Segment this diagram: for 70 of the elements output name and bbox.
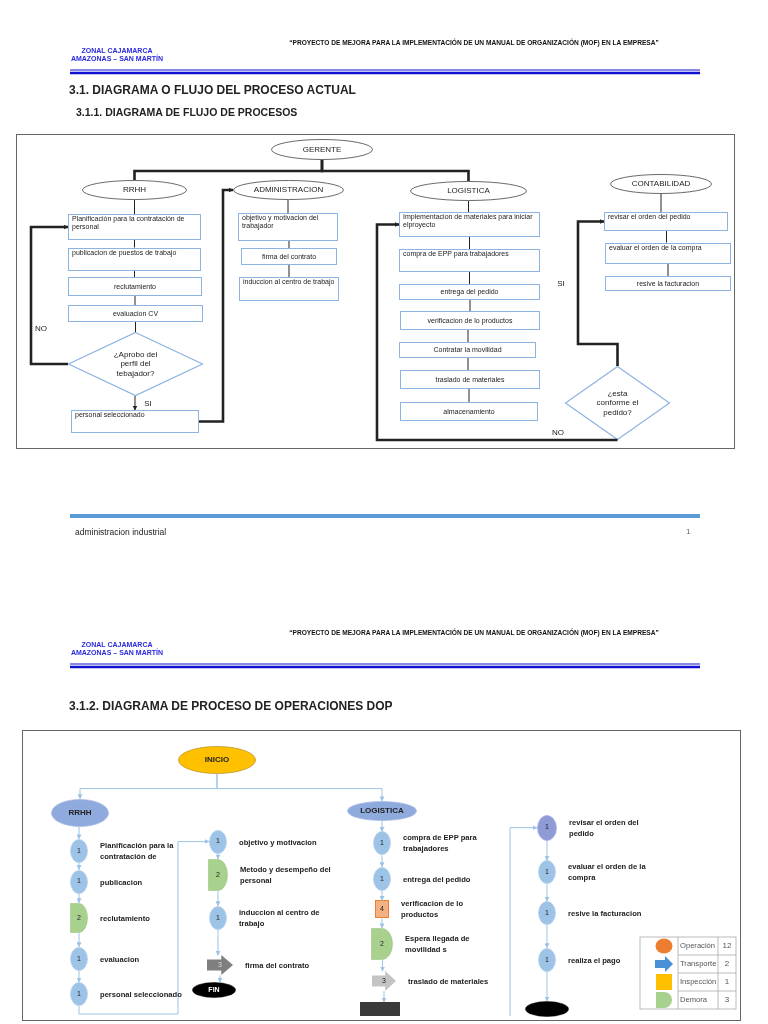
connector-line <box>666 230 667 243</box>
arrow <box>544 840 550 861</box>
start-oval: INICIO <box>178 745 256 774</box>
page-number: 1 <box>686 527 691 536</box>
department-ellipse: GERENTE <box>271 139 373 160</box>
arrow <box>379 854 385 868</box>
arrow <box>76 932 82 948</box>
arrow <box>544 883 550 902</box>
arrow <box>217 974 223 983</box>
connector-line <box>288 240 290 249</box>
arrow <box>215 929 221 956</box>
connector-line <box>287 199 289 214</box>
dark-box <box>360 1002 400 1016</box>
arrow <box>132 395 138 411</box>
arrow <box>29 224 69 366</box>
arrow <box>379 890 385 901</box>
department-oval: LOGISTICA <box>347 800 417 821</box>
decision-diamond: ¿Aprobo del perfil del tebajador? <box>68 332 203 396</box>
connector-line <box>468 388 470 403</box>
count-value: 2 <box>723 958 731 970</box>
connector-line <box>320 160 470 181</box>
edge-label: NO <box>551 427 565 437</box>
count-value: 1 <box>723 976 731 988</box>
department-oval: RRHH <box>51 798 109 827</box>
arrow <box>76 826 82 840</box>
arrow <box>76 970 82 983</box>
department-ellipse: LOGISTICA <box>410 181 527 201</box>
section-heading: 3.1. DIAGRAMA O FLUJO DEL PROCESO ACTUAL <box>69 83 356 97</box>
connector-line <box>469 271 470 285</box>
arrow <box>379 918 385 929</box>
arrow <box>509 825 538 1017</box>
section-heading: 3.1.1. DIAGRAMA DE FLUJO DE PROCESOS <box>76 106 298 118</box>
connector-line <box>467 329 469 343</box>
arrow <box>379 820 385 832</box>
connector-line <box>288 264 290 278</box>
arrow <box>576 219 619 366</box>
connector-line <box>667 263 669 277</box>
arrow <box>76 862 82 871</box>
arrow <box>380 959 385 972</box>
arrow <box>215 890 221 907</box>
connector-line <box>469 299 471 312</box>
count-value: 3 <box>723 994 731 1006</box>
department-ellipse: RRHH <box>82 180 187 200</box>
department-ellipse: CONTABILIDAD <box>610 174 712 194</box>
section-heading: 3.1.2. DIAGRAMA DE PROCESO DE OPERACIONES DOP <box>69 699 393 713</box>
connector-line <box>134 270 135 278</box>
footer-text: administracion industrial <box>75 527 167 537</box>
decision-diamond: ¿esta conforme el pedido? <box>565 366 670 440</box>
arrow <box>544 924 550 949</box>
connector-line <box>135 321 136 333</box>
edge-label: SI <box>143 398 153 408</box>
connector-line <box>134 199 135 215</box>
edge-label: NO <box>34 323 48 333</box>
arrow <box>76 893 82 904</box>
arrow <box>199 187 234 423</box>
count-value: 12 <box>721 940 733 952</box>
connector-line <box>660 193 662 213</box>
arrow <box>544 971 550 1002</box>
connector-line <box>468 200 469 213</box>
end-oval <box>525 1001 569 1017</box>
connector-line <box>134 239 135 248</box>
arrow <box>216 773 385 802</box>
arrow <box>78 839 210 1015</box>
department-ellipse: ADMINISTRACION <box>233 180 344 200</box>
connector-line <box>469 236 470 250</box>
connector-line <box>467 357 469 371</box>
arrow <box>381 990 387 1003</box>
arrow <box>215 853 221 860</box>
edge-label: SI <box>556 278 566 288</box>
connector-line <box>134 295 136 306</box>
